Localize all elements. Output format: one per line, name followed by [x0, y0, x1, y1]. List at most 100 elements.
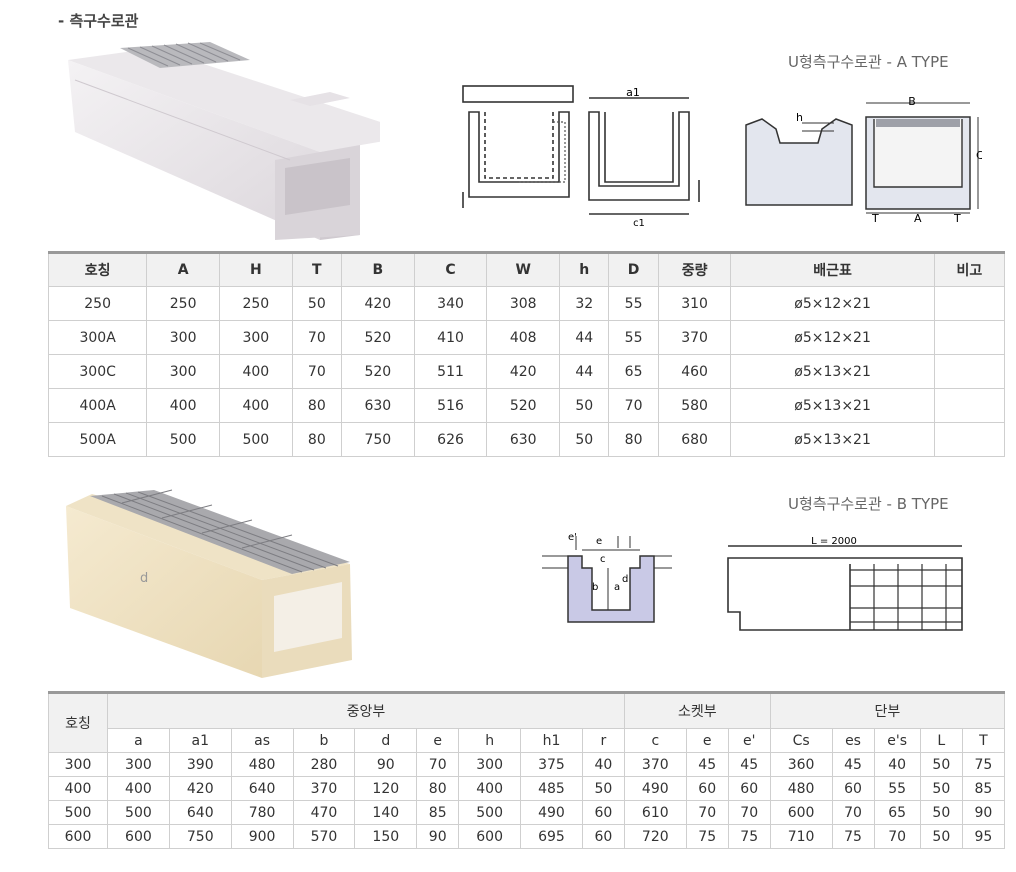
table-cell: 300	[458, 752, 522, 777]
header-cell: h	[559, 251, 610, 287]
table-cell: 75	[961, 752, 1006, 777]
subheader-cell: e	[685, 728, 729, 753]
table-cell: 630	[486, 422, 561, 457]
e-label: e	[596, 536, 602, 547]
table-cell: 45	[727, 752, 771, 777]
table-cell: 490	[520, 800, 583, 825]
subheader-cell: b	[292, 728, 356, 753]
table-cell: 308	[486, 286, 561, 321]
subheader-cell: r	[581, 728, 625, 753]
b-type-product-photo: d	[66, 489, 352, 678]
e-prime-label: e'	[568, 532, 577, 543]
table-cell: 720	[623, 824, 687, 849]
table-cell: 85	[961, 776, 1006, 801]
table-cell: 400A	[47, 388, 148, 423]
header-cell: 단부	[769, 691, 1006, 729]
table-cell: 50	[559, 422, 610, 457]
table-cell: 520	[486, 388, 561, 423]
table-cell: 70	[291, 354, 343, 389]
table-cell: 400	[146, 388, 220, 423]
a-label: a	[614, 582, 620, 593]
header-cell: 비고	[933, 251, 1006, 287]
subheader-cell: a	[107, 728, 170, 753]
table-cell: 500	[146, 422, 220, 457]
subheader-cell: e's	[873, 728, 921, 753]
table-cell: 70	[685, 800, 729, 825]
table-cell: 70	[727, 800, 771, 825]
table-cell: 50	[291, 286, 343, 321]
table-cell: 780	[230, 800, 294, 825]
table-cell: 400	[458, 776, 522, 801]
table-cell: 600	[48, 824, 108, 849]
table-cell: 280	[292, 752, 356, 777]
table-cell: 50	[919, 776, 963, 801]
table-cell: 250	[146, 286, 220, 321]
table-cell: 85	[416, 800, 460, 825]
table-cell: 750	[341, 422, 415, 457]
table-cell: 50	[581, 776, 625, 801]
c-label: c	[600, 554, 606, 565]
header-cell: H	[218, 251, 293, 287]
table-cell: 32	[559, 286, 610, 321]
subheader-cell: as	[230, 728, 294, 753]
b-label: B	[908, 95, 916, 108]
t-left-label: T	[871, 212, 879, 225]
table-cell: 410	[413, 320, 488, 355]
subheader-cell: h1	[520, 728, 583, 753]
table-cell: 390	[168, 752, 232, 777]
table-cell: 370	[292, 776, 356, 801]
c-label: C	[976, 149, 982, 162]
table-group-header-row: 호칭 중앙부 소켓부 단부	[48, 691, 1006, 753]
table-cell: 250	[218, 286, 293, 321]
table-cell: 570	[292, 824, 356, 849]
d-label: d	[622, 574, 628, 585]
table-cell	[933, 422, 1006, 457]
table-cell: 360	[769, 752, 833, 777]
table-cell: 45	[831, 752, 875, 777]
table-cell: 626	[413, 422, 488, 457]
table-cell: 520	[341, 320, 415, 355]
table-cell: 75	[831, 824, 875, 849]
b-label: b	[592, 582, 598, 593]
table-cell: 500	[107, 800, 170, 825]
table-cell: 408	[486, 320, 561, 355]
table-cell: 70	[873, 824, 921, 849]
header-cell: 배근표	[730, 251, 935, 287]
header-cell: W	[486, 251, 561, 287]
table-cell: 900	[230, 824, 294, 849]
table-cell: 370	[657, 320, 732, 355]
table-cell: 630	[341, 388, 415, 423]
table-cell: 400	[48, 776, 108, 801]
table-cell: 50	[919, 800, 963, 825]
table-cell: 90	[354, 752, 418, 777]
header-cell: C	[413, 251, 488, 287]
b-type-cross-section-drawing: e' e c b a d	[542, 532, 672, 623]
table-cell: 50	[559, 388, 610, 423]
table-cell: 490	[623, 776, 687, 801]
header-cell: T	[291, 251, 343, 287]
subheader-cell: d	[354, 728, 418, 753]
table-cell: 710	[769, 824, 833, 849]
a-label: A	[914, 212, 922, 225]
table-cell: 65	[873, 800, 921, 825]
table-cell: 60	[581, 800, 625, 825]
table-cell: 250	[47, 286, 148, 321]
table-cell: 300A	[47, 320, 148, 355]
table-cell: 70	[416, 752, 460, 777]
subheader-cell: h	[458, 728, 522, 753]
a1-label: a1	[626, 86, 640, 99]
table-cell: 640	[230, 776, 294, 801]
table-cell: 420	[168, 776, 232, 801]
subheader-cell: e'	[727, 728, 771, 753]
table-cell: 300	[218, 320, 293, 355]
subheader-cell: T	[961, 728, 1006, 753]
table-cell: 370	[623, 752, 687, 777]
table-cell: 600	[458, 824, 522, 849]
table-cell: 50	[919, 824, 963, 849]
table-cell: 300	[48, 752, 108, 777]
table-cell: 60	[685, 776, 729, 801]
